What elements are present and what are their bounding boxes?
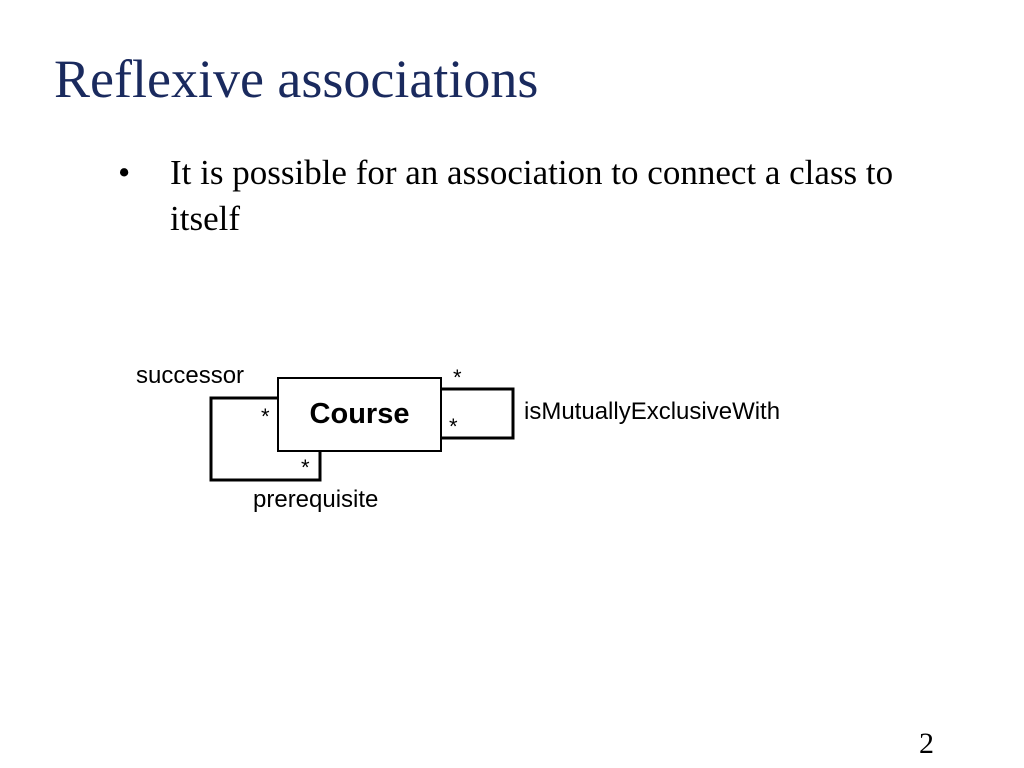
role-label-successor: successor — [136, 362, 245, 389]
multiplicity-bottom: * — [301, 455, 310, 480]
mutual-exclusion-loop-line — [442, 387, 515, 440]
slide-title: Reflexive associations — [54, 49, 539, 109]
prerequisite-loop-line — [209, 396, 322, 482]
role-label-prerequisite: prerequisite — [253, 486, 379, 513]
multiplicity-left: * — [261, 404, 270, 429]
multiplicity-right: * — [449, 414, 458, 439]
page-number: 2 — [919, 727, 934, 760]
multiplicity-top: * — [453, 365, 462, 390]
uml-class-course[interactable]: Course — [277, 377, 442, 452]
bullet-marker: • — [118, 153, 131, 192]
association-label-mutually-exclusive: isMutuallyExclusiveWith — [524, 398, 781, 425]
bullet-text: It is possible for an association to con… — [170, 153, 894, 238]
class-name: Course — [309, 398, 410, 430]
